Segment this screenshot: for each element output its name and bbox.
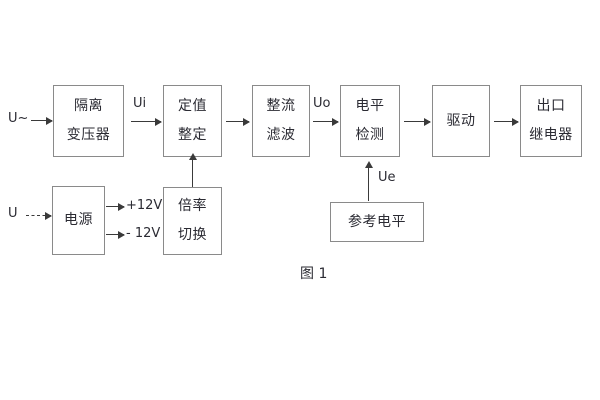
block-power-supply-line1: 电源 [64, 212, 93, 229]
block-drive-line1: 驱动 [446, 112, 476, 129]
block-setting-value[interactable]: 定值 整定 [163, 85, 222, 157]
signal-label-supply-positive: +12V [126, 198, 163, 213]
block-output-relay-line1: 出口 [536, 98, 566, 115]
block-level-detection[interactable]: 电平 检测 [340, 85, 400, 157]
arrow-multiplier-switch-to-setting-value [188, 153, 197, 187]
arrow-input-ac-to-isolation-transformer [31, 116, 53, 125]
block-multiplier-switch-line1: 倍率 [178, 198, 207, 215]
signal-label-ui: Ui [133, 96, 147, 111]
block-isolation-transformer[interactable]: 隔离 变压器 [53, 85, 124, 157]
block-reference-level[interactable]: 参考电平 [330, 202, 424, 242]
signal-label-supply-negative: - 12V [126, 226, 161, 241]
block-drive[interactable]: 驱动 [432, 85, 490, 157]
block-power-supply[interactable]: 电源 [52, 186, 105, 255]
arrow-supply-positive [106, 202, 125, 211]
block-reference-level-line1: 参考电平 [348, 213, 406, 230]
arrow-reference-level-to-level-detection [364, 161, 373, 201]
block-multiplier-switch[interactable]: 倍率 切换 [163, 187, 222, 255]
arrow-setting-value-to-rectify-filter [226, 117, 250, 126]
figure-caption: 图 1 [300, 266, 328, 282]
arrow-isolation-transformer-to-setting-value [131, 117, 162, 126]
arrow-input-dc-to-power-supply [26, 212, 52, 220]
block-rectify-filter-line1: 整流 [266, 98, 296, 115]
signal-label-ue: Ue [378, 170, 396, 185]
signal-label-input-dc: U [8, 206, 18, 221]
block-rectify-filter-line2: 滤波 [266, 127, 296, 143]
block-setting-value-line1: 定值 [178, 98, 207, 115]
block-rectify-filter[interactable]: 整流 滤波 [252, 85, 310, 157]
block-setting-value-line2: 整定 [178, 127, 207, 143]
arrow-level-detection-to-drive [404, 117, 431, 126]
block-isolation-transformer-line1: 隔离 [74, 98, 103, 115]
block-multiplier-switch-line2: 切换 [178, 227, 207, 243]
arrow-drive-to-output-relay [494, 117, 519, 126]
block-level-detection-line2: 检测 [355, 127, 385, 143]
arrow-rectify-filter-to-level-detection [313, 117, 339, 126]
block-output-relay[interactable]: 出口 继电器 [520, 85, 582, 157]
block-isolation-transformer-line2: 变压器 [66, 127, 111, 143]
block-level-detection-line1: 电平 [355, 98, 385, 115]
signal-label-uo: Uo [313, 96, 331, 111]
signal-label-input-ac: U~ [8, 111, 29, 126]
arrow-supply-negative [106, 230, 125, 239]
block-output-relay-line2: 继电器 [529, 127, 573, 143]
